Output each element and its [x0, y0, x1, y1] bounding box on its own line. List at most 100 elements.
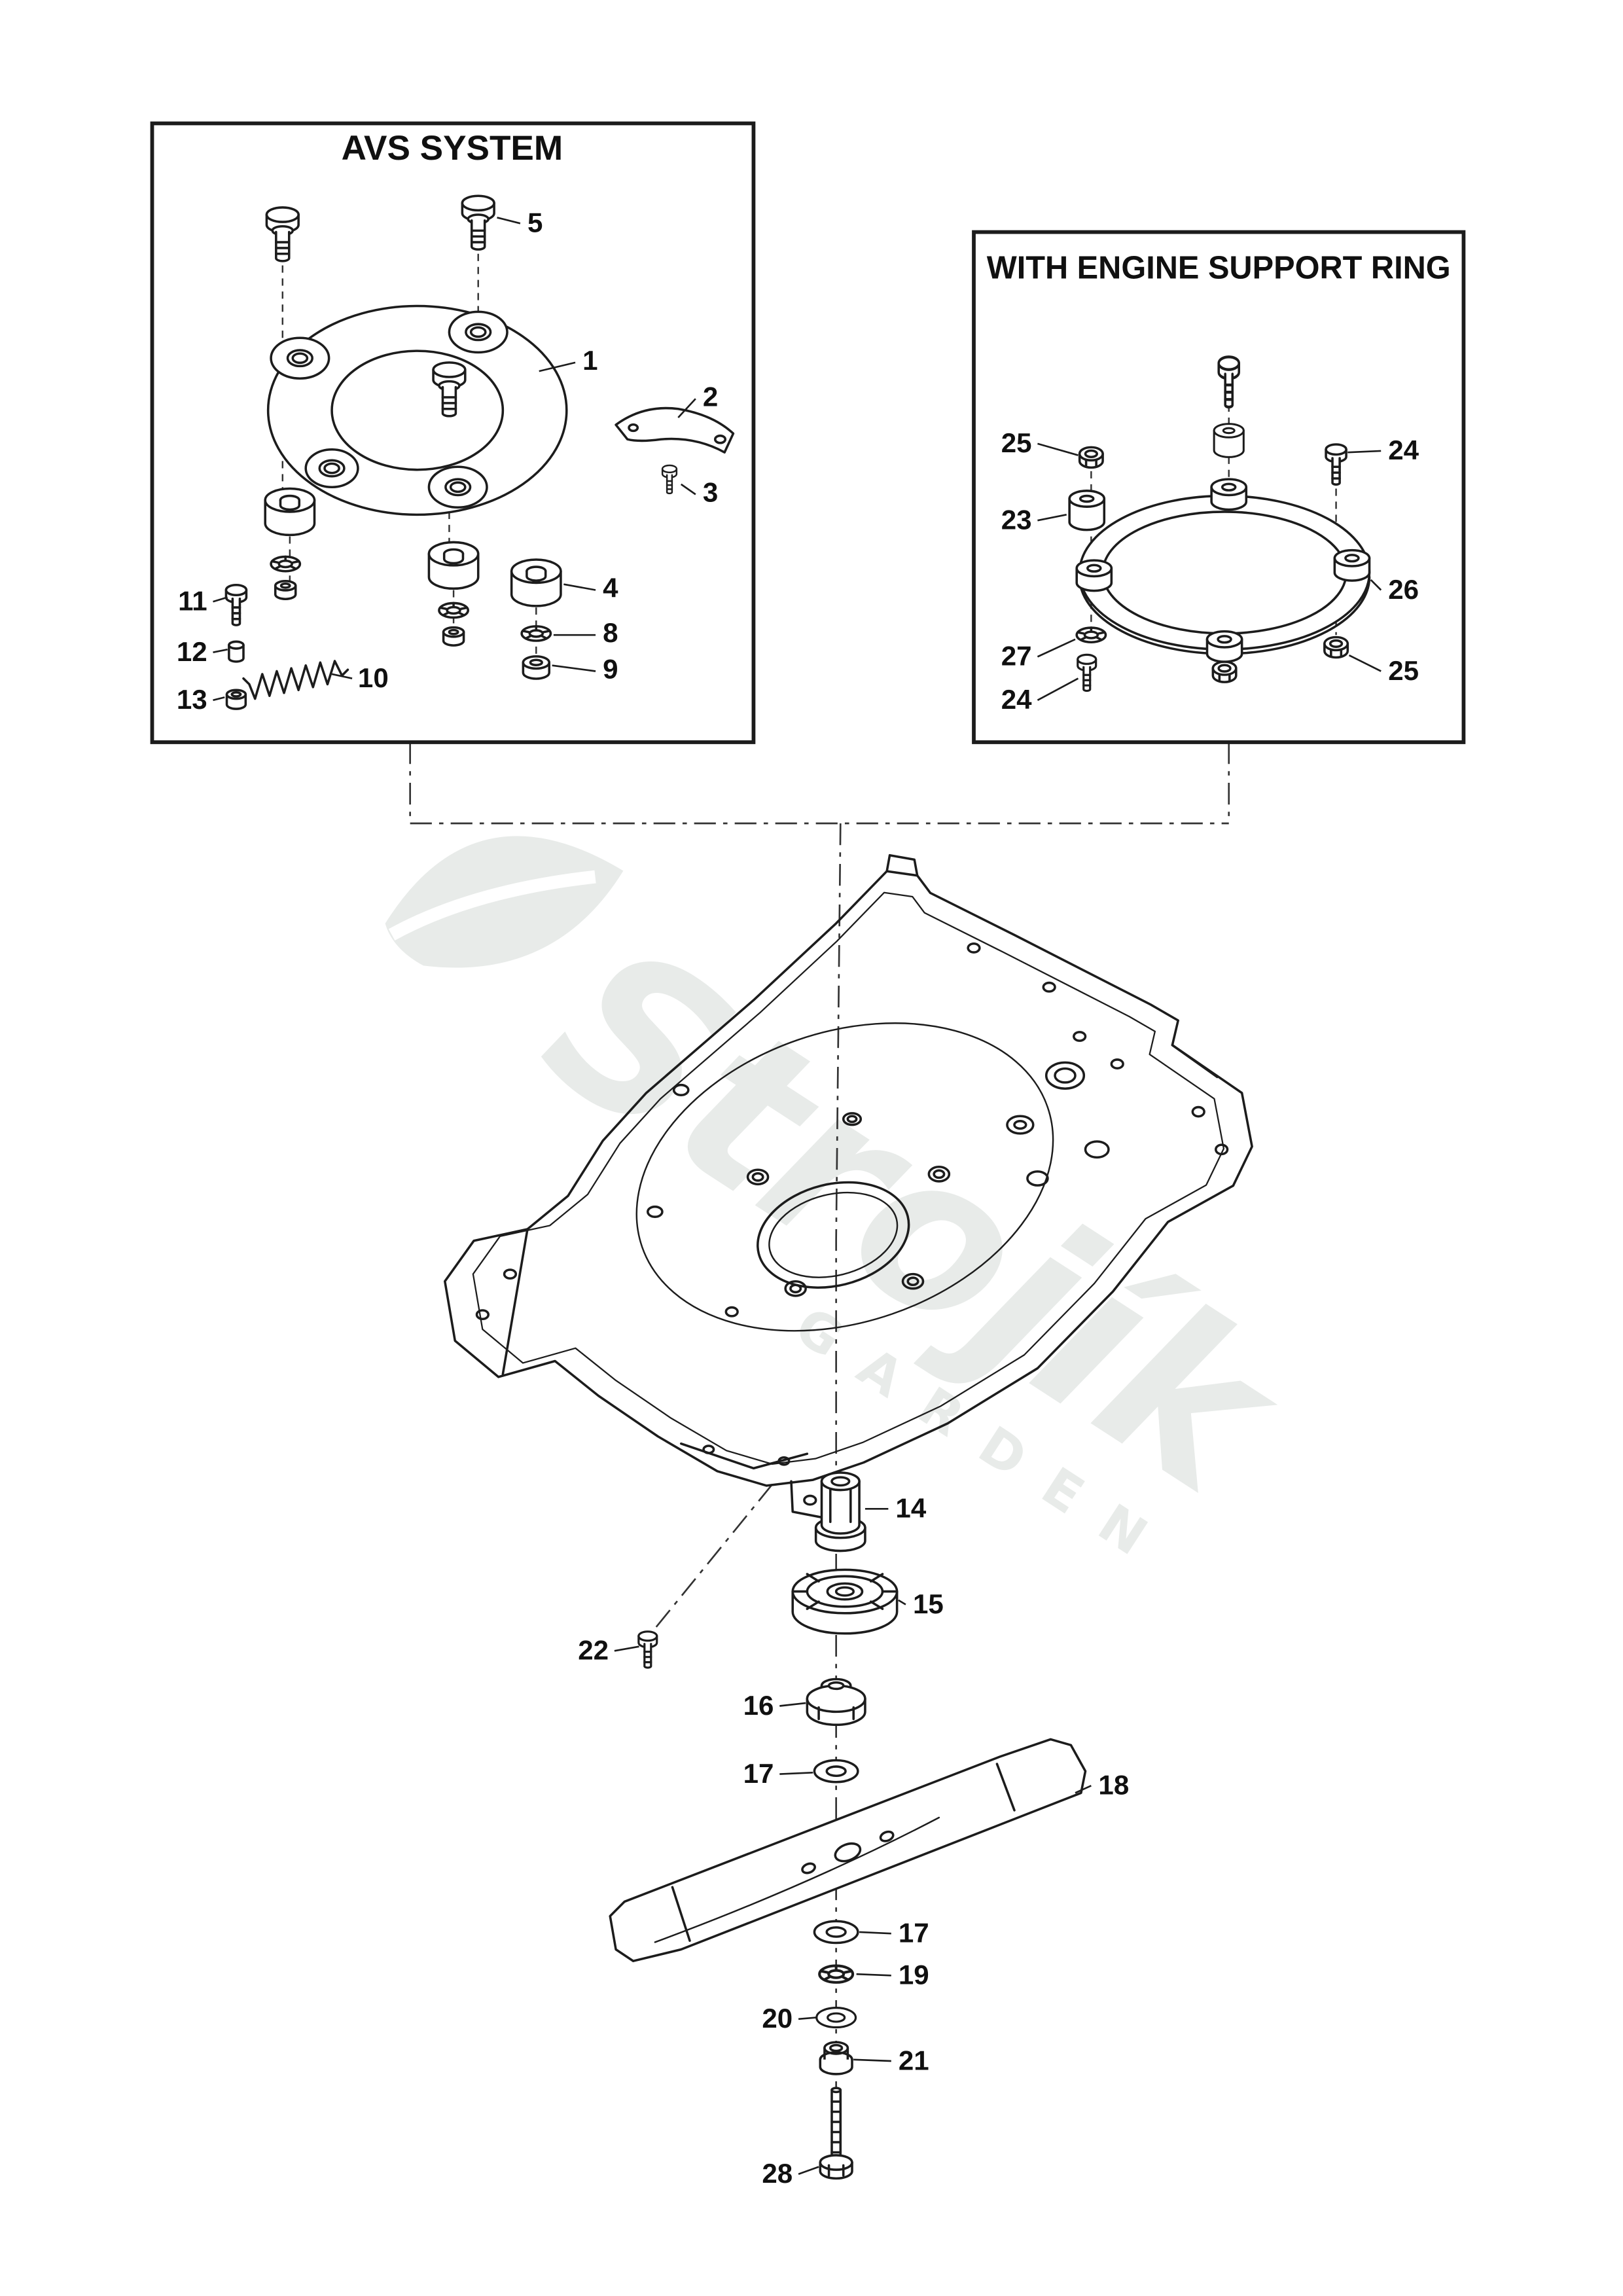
part-label: 8 [603, 617, 618, 648]
part-label: 12 [177, 636, 207, 667]
leader-line [614, 1645, 639, 1652]
part-18-blade [609, 1738, 1087, 1962]
leader-line [859, 1931, 891, 1935]
avs-washer-middle [438, 601, 469, 619]
leader-line [552, 664, 596, 672]
ring-boss-right [1333, 548, 1371, 582]
leader-line [677, 398, 696, 418]
watermark: Strojík GARDEN [385, 836, 1323, 1585]
leader-line [680, 483, 696, 495]
part-label: 10 [358, 662, 389, 693]
assembly-connectors [409, 742, 1230, 2170]
part-2-bracket [615, 406, 735, 454]
part-9-bush [522, 655, 550, 680]
watermark-leaf-stem [388, 870, 596, 941]
part-27-washer [1075, 626, 1107, 643]
leader-line [213, 596, 228, 603]
part-16-blade-boss [806, 1677, 866, 1727]
leader-line [898, 1599, 906, 1605]
part-label: 25 [1001, 427, 1032, 458]
part-20-washer [815, 2007, 857, 2029]
part-label: 22 [578, 1635, 609, 1666]
leader-line [856, 1973, 891, 1977]
avs-bush-middle [442, 626, 465, 647]
part-19-washer [819, 1965, 853, 1982]
leader-line [779, 1702, 806, 1707]
part-17-washer-lower [813, 1920, 859, 1945]
part-label: 26 [1388, 574, 1419, 605]
part-26-support-ring [1078, 494, 1371, 655]
leader-line [563, 583, 596, 591]
part-28-bolt [819, 2087, 853, 2180]
part-12-spacer [228, 640, 245, 663]
part-label: 20 [762, 2003, 793, 2034]
leader-line [1347, 450, 1382, 454]
avs-washer-left [270, 555, 302, 573]
leader-line [497, 217, 521, 224]
part-label: 27 [1001, 641, 1032, 672]
part-17-washer-upper [813, 1759, 859, 1784]
part-22-screw-icon [637, 1630, 658, 1669]
leader-line [213, 696, 225, 702]
part-label: 25 [1388, 655, 1419, 686]
ring-callouts: 25 24 23 26 27 24 25 [1001, 427, 1419, 715]
part-label: 9 [603, 654, 618, 685]
leader-line [331, 673, 353, 679]
leader-line [779, 1772, 813, 1775]
part-label: 17 [899, 1917, 929, 1948]
ring-nut-bottom-center [1211, 660, 1238, 683]
part-label: 16 [743, 1690, 774, 1721]
part-4-damper [510, 558, 562, 607]
leader-line [1037, 638, 1076, 658]
part-13-nut [225, 689, 247, 710]
leader-line [1037, 677, 1079, 701]
leader-line [1370, 579, 1382, 591]
leader-line [539, 361, 576, 372]
leader-line [213, 648, 228, 654]
part-label: 1 [582, 345, 597, 376]
part-label: 19 [899, 1960, 929, 1990]
part-label: 24 [1388, 435, 1419, 465]
part-1-avs-ring [266, 304, 568, 516]
leader-line [798, 2166, 819, 2175]
avs-damper-left [264, 487, 316, 537]
mower-deck [444, 853, 1253, 1520]
part-label: 4 [603, 573, 618, 603]
part-8-washer [520, 625, 552, 642]
watermark-brand: Strojík [506, 895, 1322, 1547]
leader-line [1037, 514, 1067, 522]
blade-assembly: 14 15 22 16 17 18 17 19 20 21 28 [578, 1471, 1129, 2189]
part-25-nut-bottom [1323, 636, 1349, 659]
avs-callouts: 5 1 2 3 4 8 9 11 12 10 13 [177, 207, 718, 715]
ring-boss-bottom [1205, 630, 1243, 663]
leader-line [853, 2058, 891, 2062]
part-label: 18 [1098, 1770, 1129, 1801]
part-14-blade-adapter [814, 1471, 866, 1552]
avs-panel-title: AVS SYSTEM [342, 129, 563, 168]
ring-spacer-top [1213, 423, 1245, 458]
avs-panel: AVS SYSTEM [150, 121, 756, 744]
part-label: 13 [177, 684, 207, 715]
part-label: 28 [762, 2158, 793, 2189]
part-25-nut-top [1078, 446, 1104, 469]
part-label: 15 [913, 1588, 944, 1619]
watermark-leaf-icon [385, 836, 624, 968]
part-label: 11 [178, 586, 207, 617]
support-ring-panel-title: WITH ENGINE SUPPORT RING [987, 250, 1451, 285]
ring-boss-top [1210, 478, 1248, 511]
avs-bush-left [274, 579, 297, 601]
part-label: 5 [527, 207, 543, 238]
part-10-spring [242, 660, 349, 700]
part-label: 24 [1001, 684, 1032, 715]
part-15-friction-disc [791, 1568, 899, 1635]
leader-line [1348, 654, 1382, 672]
part-21-nut [819, 2041, 853, 2075]
avs-damper-middle [427, 541, 480, 590]
part-label: 17 [743, 1758, 774, 1789]
leader-line [1075, 1785, 1092, 1794]
part-label: 21 [899, 2045, 929, 2075]
ring-boss-left [1075, 559, 1113, 592]
leader-line [1037, 442, 1079, 456]
